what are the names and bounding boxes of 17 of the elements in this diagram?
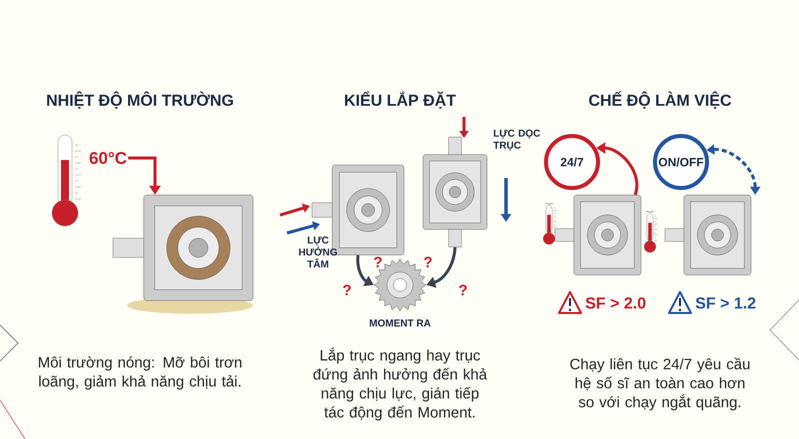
question-mark: ? <box>343 284 351 296</box>
gearbox-drawing <box>664 194 752 276</box>
gearbox-drawing <box>554 194 642 276</box>
safety-factor: SF > 2.0 <box>586 297 646 309</box>
gearbox-drawing <box>422 136 488 248</box>
callout-text: LỰC DỌC TRỤC <box>493 130 540 150</box>
question-mark: ? <box>424 256 432 268</box>
heading: NHIỆT ĐỘ MÔI TRƯỜNG <box>47 91 233 109</box>
gearbox-drawing <box>112 194 254 314</box>
temperature-label: 60°C <box>90 152 127 164</box>
callout-text: MOMENT RA <box>370 319 431 327</box>
callout-text: LỰC HƯỚNG TÂM <box>299 236 337 268</box>
description: Chạy liên tục 24/7 yêu cầu hệ số sĩ an toàn cao hơn so với chạy ngắt quãng. <box>570 358 750 410</box>
question-mark: ? <box>459 284 467 296</box>
heading: KIỂU LẮP ĐẶT <box>345 91 456 109</box>
heading: CHẾ ĐỘ LÀM VIỆC <box>589 91 732 109</box>
question-mark: ? <box>374 256 382 268</box>
